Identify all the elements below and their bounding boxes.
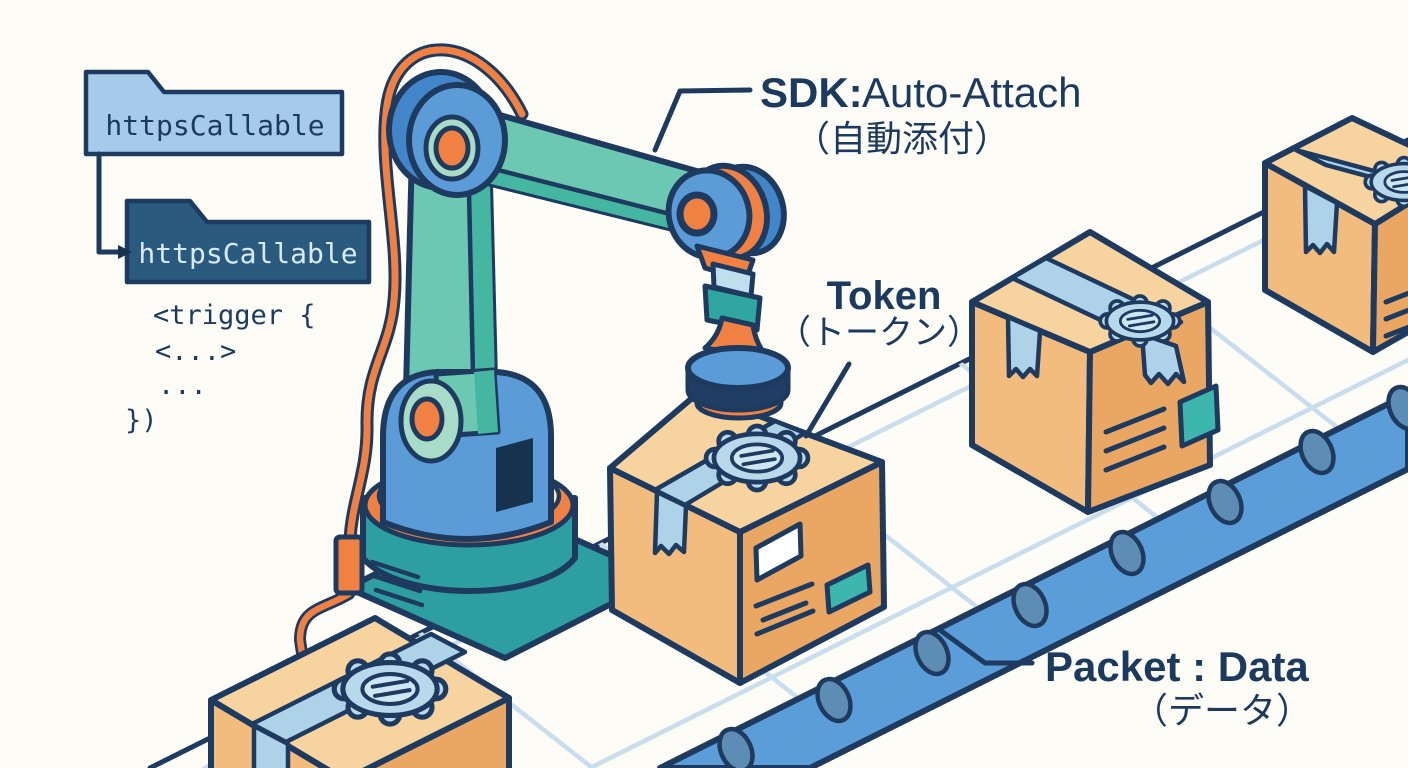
packet-box-bottom-left xyxy=(208,615,512,768)
sdk-leader-line xyxy=(652,87,753,153)
tape-tail xyxy=(251,723,291,768)
belt-rollers xyxy=(717,384,1408,768)
token-seal-badge xyxy=(1098,294,1182,348)
seal-ribbon xyxy=(1139,331,1187,387)
sdk-label-jp: （自動添付） xyxy=(794,118,1010,159)
code-tab-top xyxy=(83,69,345,157)
token-label-jp: （トークン） xyxy=(777,314,981,352)
token-seal-badge xyxy=(706,426,808,490)
robot-base-housing xyxy=(380,367,554,542)
shipping-label-teal xyxy=(824,562,873,615)
shipping-label-white xyxy=(753,521,804,583)
packet-label-jp: （データ） xyxy=(1132,690,1312,731)
belt-front-inner-line xyxy=(587,357,1408,768)
cable-connector xyxy=(333,534,365,596)
base-pivot-hub xyxy=(409,396,445,442)
tape-tail xyxy=(1005,314,1043,380)
code-tab-top-label: httpsCallable xyxy=(105,109,324,142)
shipping-label-teal xyxy=(1177,383,1221,449)
code-line-4: }) xyxy=(125,405,158,436)
stamp-pad xyxy=(685,345,791,391)
code-tab-bottom xyxy=(124,198,372,285)
robot-arm xyxy=(294,43,728,666)
code-line-3: ... xyxy=(158,370,207,401)
sdk-label: Auto-Attach xyxy=(862,69,1081,116)
shoulder-joint xyxy=(406,82,508,198)
code-line-1: <trigger { xyxy=(153,300,316,331)
leader-lines xyxy=(652,87,1035,666)
stamp-end-effector xyxy=(665,162,791,421)
wrist-hub xyxy=(676,191,718,237)
packet-box-center xyxy=(607,390,887,686)
robot-cable xyxy=(294,43,529,666)
token-label: Token xyxy=(827,274,942,318)
code-tab-bottom-label: httpsCallable xyxy=(138,237,357,270)
annotations: SDK: Auto-Attach （自動添付） Token （トークン） Pac… xyxy=(760,69,1312,731)
packet-label: Packet : Data xyxy=(1045,643,1309,690)
code-tabs: httpsCallable httpsCallable <trigger { <… xyxy=(83,69,372,436)
sdk-label-bold: SDK: xyxy=(760,69,863,116)
tape-tail xyxy=(652,489,689,557)
packet-box-far-right xyxy=(1262,115,1408,355)
packet-box-right xyxy=(969,229,1221,515)
flow-arrow xyxy=(96,151,132,259)
code-line-2: <...> xyxy=(155,336,236,367)
packet-leader-line xyxy=(937,627,1035,666)
token-leader-line xyxy=(803,361,852,439)
token-seal-badge xyxy=(334,654,446,724)
tape-tail xyxy=(1302,183,1340,256)
